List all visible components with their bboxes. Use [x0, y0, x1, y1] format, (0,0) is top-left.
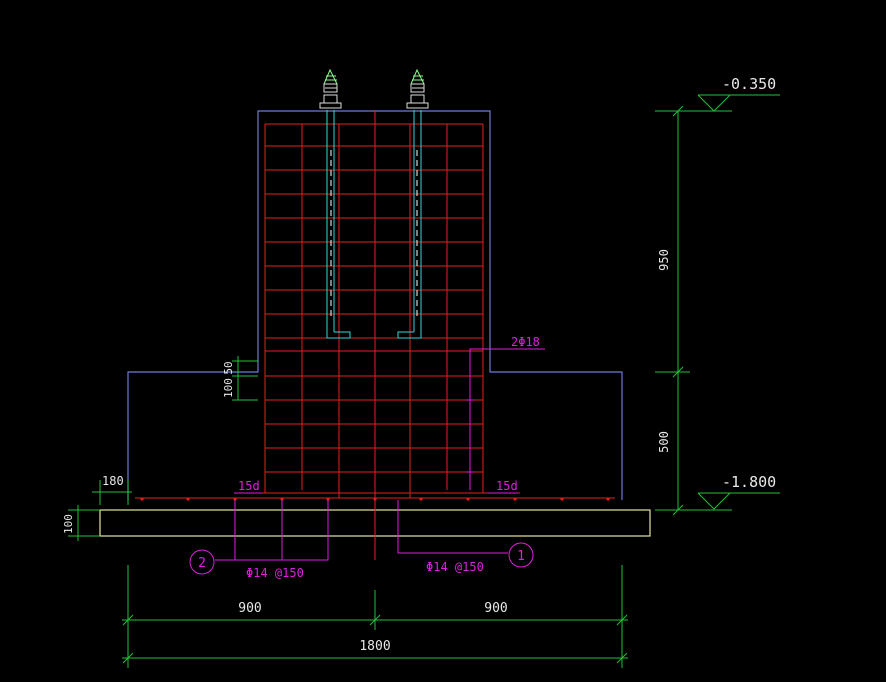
dim-step-a: 50 — [222, 361, 235, 374]
dim-step-b: 100 — [222, 378, 235, 398]
dim-right-half: 900 — [484, 601, 507, 616]
dim-left-half: 900 — [238, 601, 261, 616]
elevation-bottom: -1.800 — [722, 473, 776, 491]
top-bars-label: 2Φ18 — [511, 335, 540, 349]
dim-pad-thickness: 100 — [62, 514, 75, 534]
dim-upper-height: 950 — [657, 249, 671, 271]
anchor-label-left: 15d — [238, 479, 260, 493]
rebar-dots — [140, 497, 610, 501]
rebar-grid — [135, 110, 615, 560]
dim-lower-height: 500 — [657, 431, 671, 453]
elevation-top: -0.350 — [722, 75, 776, 93]
footing-outline — [127, 110, 623, 500]
anchor-bolt-left — [319, 68, 351, 339]
dimension-lines — [68, 94, 780, 668]
marker-2: 2 — [198, 556, 206, 571]
dim-offset: 180 — [102, 474, 124, 488]
anchor-label-right: 15d — [496, 479, 518, 493]
marker-1: 1 — [517, 549, 525, 564]
annotation-leaders — [189, 348, 545, 575]
dim-total-width: 1800 — [359, 639, 390, 654]
anchor-bolt-right — [397, 68, 429, 339]
bottom-bars-label-1: Φ14 @150 — [426, 560, 484, 574]
bottom-bars-label-2: Φ14 @150 — [246, 566, 304, 580]
